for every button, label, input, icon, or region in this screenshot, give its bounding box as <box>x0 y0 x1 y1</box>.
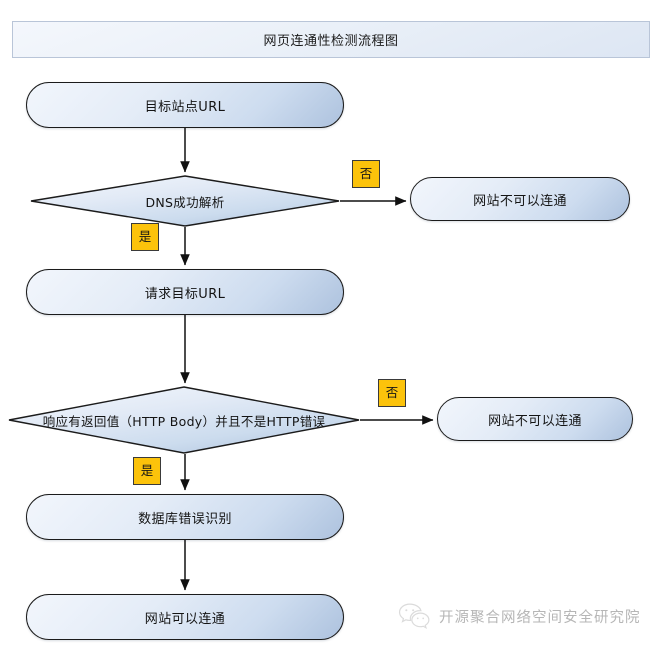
page-title: 网页连通性检测流程图 <box>263 34 399 49</box>
edge-tag-label: 是 <box>140 462 154 478</box>
node-label: 请求目标URL <box>144 286 226 302</box>
node-target-site-url: 目标站点URL <box>26 82 344 128</box>
node-label: 网站不可以连通 <box>488 413 582 429</box>
node-label: 网站可以连通 <box>144 611 226 627</box>
watermark: 开源聚合网络空间安全研究院 <box>397 601 641 631</box>
node-database-error-recognition: 数据库错误识别 <box>26 494 344 540</box>
edge-tag-http-no: 否 <box>378 379 406 407</box>
node-request-target-url: 请求目标URL <box>26 269 344 315</box>
edge-tag-label: 否 <box>385 384 399 400</box>
node-site-unreachable-http: 网站不可以连通 <box>437 397 633 441</box>
watermark-text: 开源聚合网络空间安全研究院 <box>439 609 641 626</box>
node-site-unreachable-dns: 网站不可以连通 <box>410 177 630 221</box>
node-label: 目标站点URL <box>144 99 226 115</box>
edge-tag-dns-yes: 是 <box>131 223 159 251</box>
node-label: 网站不可以连通 <box>473 193 567 209</box>
edge-tag-label: 是 <box>138 228 152 244</box>
edge-tag-label: 否 <box>359 165 373 181</box>
node-site-reachable: 网站可以连通 <box>26 594 344 640</box>
wechat-icon <box>398 603 430 629</box>
edge-tag-dns-no: 否 <box>352 160 380 188</box>
edge-tag-http-yes: 是 <box>133 457 161 485</box>
node-label: 数据库错误识别 <box>138 511 232 527</box>
diamond-shape <box>8 386 360 454</box>
diamond-shape <box>30 175 340 227</box>
chart-title-bar: 网页连通性检测流程图 <box>12 21 650 58</box>
